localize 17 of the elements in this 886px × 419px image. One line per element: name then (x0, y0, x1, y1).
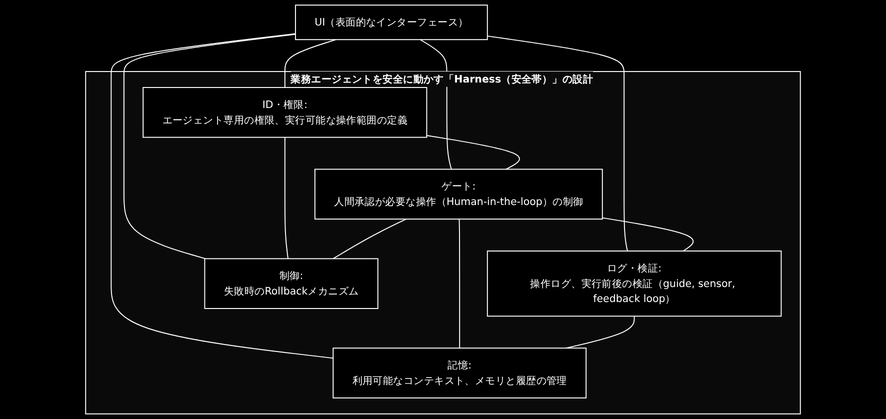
node-box: 記憶: 利用可能なコンテキスト、メモリと履歴の管理 (332, 348, 587, 398)
connector (123, 34, 296, 260)
connector (110, 33, 334, 359)
node-box: UI（表面的なインターフェース） (295, 4, 488, 40)
node-box: ログ・検証: 操作ログ、実行前後の検証（guide, sensor, feedback loop） (486, 250, 782, 317)
node-box: ゲート: 人間承認が必要な操作（Human-in-the-loop）の制御 (314, 168, 603, 220)
connector (284, 136, 288, 260)
connector (458, 218, 460, 349)
node-box: ID・権限: エージェント専用の権限、実行可能な操作範囲の定義 (142, 87, 428, 138)
node-box: 制御: 失敗時のRollbackメカニズム (204, 258, 378, 309)
connector (426, 135, 520, 170)
connector (420, 39, 452, 170)
connector (486, 36, 628, 252)
connector (566, 316, 635, 349)
connector (332, 218, 407, 260)
connector (602, 217, 694, 252)
connector (284, 39, 337, 88)
